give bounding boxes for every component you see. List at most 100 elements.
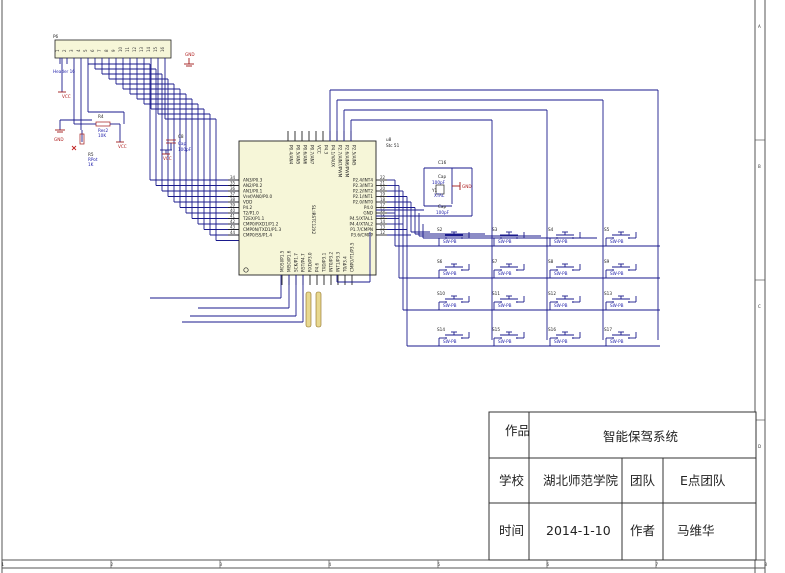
switch-name-s7: SW-PB [498, 271, 512, 276]
time-label: 时间 [499, 523, 524, 538]
switch-ref-s2: S2 [437, 227, 443, 232]
time-value: 2014-1-10 [546, 523, 611, 538]
vcc-symbol-r4: VCC [116, 124, 127, 149]
border-row-B: B [758, 164, 761, 169]
mcu-top-pin-7: P2.7/AIN7/PWM [338, 145, 343, 178]
mcu-pin-no-42: 42 [230, 219, 236, 224]
c16-name: Cap [438, 174, 446, 179]
border-col-7: 7 [656, 562, 659, 567]
work-value: 智能保驾系统 [603, 429, 678, 444]
switch-name-s17: SW-PB [610, 339, 624, 344]
gnd-symbol-top: GND [184, 52, 195, 67]
mcu-top-pin-0: P0.4/AN4 [289, 145, 294, 165]
r5-value: 1K [88, 162, 94, 167]
switch-name-s2: SW-PB [443, 239, 457, 244]
mcu-pin-label-13: P1.7/CMPN [350, 227, 373, 232]
vcc-label-c8: VCC [163, 156, 172, 161]
mcu-pin-no-39: 39 [230, 203, 236, 208]
border-row-D: D [758, 444, 761, 449]
mcu-top-pin-1: P0.5/AN5 [296, 145, 301, 165]
switch-name-s3: SW-PB [498, 239, 512, 244]
switch-ref-s14: S14 [437, 327, 445, 332]
mcu-pin-label-43: CMP0N/TXD1/P1.3 [243, 227, 282, 232]
connector-bus-wires [73, 63, 239, 241]
border-col-6: 6 [547, 562, 550, 567]
connector-pin-15: 15 [153, 46, 158, 52]
switch-ref-s3: S3 [492, 227, 498, 232]
switch-name-s5: SW-PB [610, 239, 624, 244]
gnd-symbol-left: GND [54, 119, 92, 142]
mcu-pin-no-17: 17 [380, 203, 386, 208]
mcu-pin-label-35: AN2/P0.2 [243, 183, 263, 188]
resistor-r4: R4 Res2 10K [86, 114, 120, 138]
mcu-pin-label-15: P4.5/XTAL1 [350, 216, 374, 221]
mcu-pin-no-21: 21 [380, 181, 386, 186]
mcu-pin-no-38: 38 [230, 197, 236, 202]
switch-ref-s17: S17 [604, 327, 612, 332]
connector-pin-16: 16 [160, 46, 165, 52]
switch-name-s6: SW-PB [443, 271, 457, 276]
mcu-pin-label-14: P4.4/XTAL2 [350, 221, 374, 226]
connector-pin-14: 14 [146, 46, 151, 52]
mcu-pin-label-17: P4.0 [364, 205, 374, 210]
border-col-4: 4 [329, 562, 332, 567]
mcu-pin-label-37: Vref/AN0/P0.0 [243, 194, 273, 199]
mcu-pin-no-41: 41 [230, 214, 236, 219]
connector-pin-13: 13 [139, 46, 144, 52]
vcc-label-r4: VCC [118, 144, 127, 149]
r5-ref: R5 [88, 152, 94, 157]
mcu-bottom-pin-10: CMPO/T1/P3.5 [350, 242, 355, 272]
switch-name-s13: SW-PB [610, 303, 624, 308]
r4-name: Res2 [98, 128, 108, 133]
c15-name: Cap [438, 204, 446, 209]
mcu-pin-label-34: AN3/P0.3 [243, 177, 263, 182]
mcu-pin-label-19: P2.1/INT1 [353, 194, 374, 199]
switch-ref-s12: S12 [548, 291, 556, 296]
mcu-pin-no-20: 20 [380, 186, 386, 191]
gnd-label-top: GND [185, 52, 195, 57]
mcu-pin-no-16: 16 [380, 208, 386, 213]
connector-ref: P6 [53, 34, 59, 39]
work-label: 作品 [505, 423, 530, 438]
mcu-pin-label-38: VDD [243, 199, 252, 204]
mcu-pin-label-40: T2/P1.0 [242, 210, 259, 215]
mcu-bottom-pin-2: SCK/P1.7 [294, 253, 299, 272]
connector-pin-6: 6 [90, 49, 95, 52]
team-label: 团队 [630, 473, 656, 488]
border-col-5: 5 [438, 562, 441, 567]
mcu-part: SL:IRSTC12X2 [311, 205, 316, 235]
mcu-top-pin-4: VCC [317, 145, 322, 154]
mcu-pin-label-21: P2.3/INT3 [353, 183, 374, 188]
mcu-pin-no-14: 14 [380, 219, 386, 224]
connector-pin-10: 10 [118, 46, 123, 52]
title-block: 作品 智能保驾系统 学校 湖北师范学院 团队 E点团队 时间 2014-1-10… [488, 411, 757, 561]
switch-ref-s8: S8 [548, 259, 554, 264]
mcu-name: Stc 51 [386, 143, 400, 148]
switch-name-s15: SW-PB [498, 339, 512, 344]
mcu-top-pin-6: P4.1/VAUX [331, 145, 336, 167]
mcu-pin-no-18: 18 [380, 197, 386, 202]
mcu-pin-label-22: P2.4/INT4 [353, 177, 374, 182]
switch-ref-s5: S5 [604, 227, 610, 232]
connector-pin-3: 3 [69, 49, 74, 52]
vcc-symbol-left: VCC [58, 58, 71, 99]
r5-name: RPot [88, 157, 98, 162]
mcu-bottom-pin-0: MOSI/P1.5 [280, 250, 285, 272]
connector-pin-8: 8 [104, 49, 109, 52]
mcu-top-pin-5: P4.3 [324, 145, 329, 155]
y1-name: XTAL [434, 193, 445, 198]
r4-value: 10K [98, 133, 106, 138]
switch-name-s12: SW-PB [554, 303, 568, 308]
r4-ref: R4 [98, 114, 104, 119]
switch-name-s10: SW-PB [443, 303, 457, 308]
switch-ref-s11: S11 [492, 291, 500, 296]
